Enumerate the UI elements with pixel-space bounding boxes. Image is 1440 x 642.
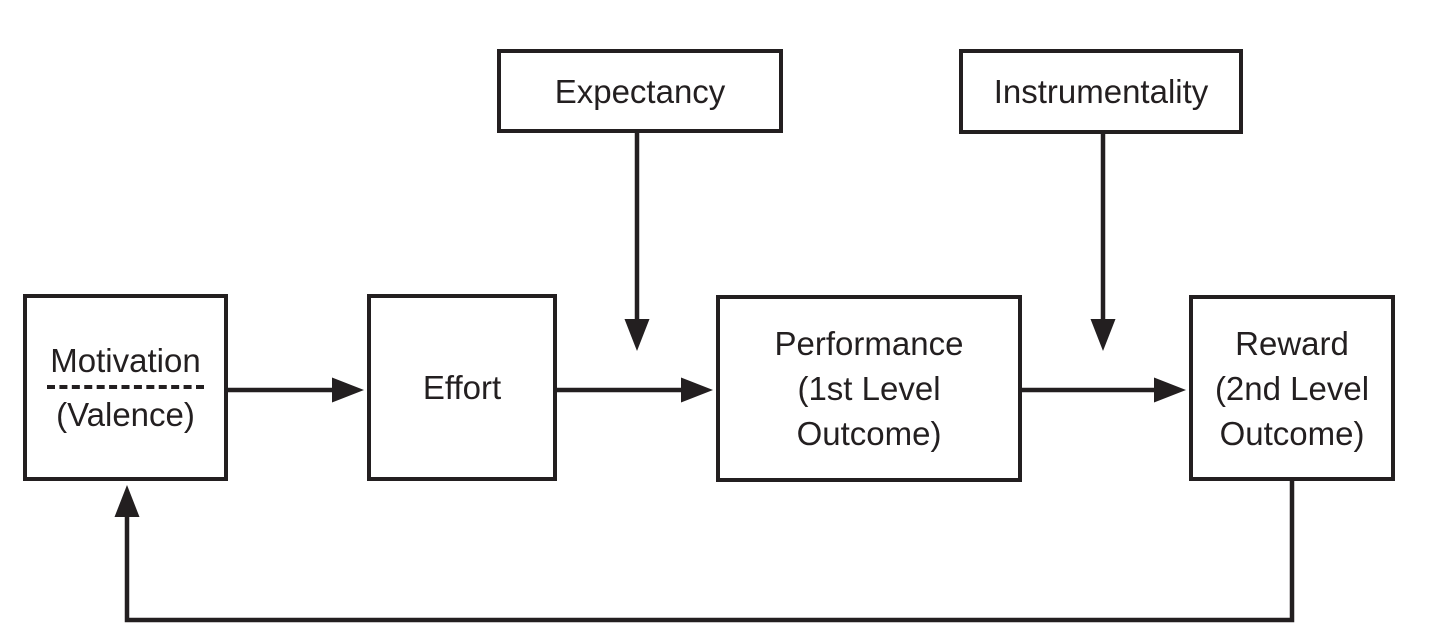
box-motivation-line2: (Valence) bbox=[56, 396, 195, 433]
box-effort: Effort bbox=[367, 294, 557, 481]
box-performance-line2: (1st Level bbox=[797, 370, 941, 407]
box-reward-line1: Reward bbox=[1235, 324, 1349, 362]
box-expectancy-label: Expectancy bbox=[554, 72, 726, 110]
box-reward-line2: (2nd Level bbox=[1214, 369, 1370, 407]
box-reward: Reward (2nd Level Outcome) bbox=[1189, 295, 1395, 481]
arrow-motivation-to-effort bbox=[228, 377, 364, 403]
box-performance-line3: Outcome) bbox=[796, 415, 942, 452]
box-instrumentality: Instrumentality bbox=[959, 49, 1243, 134]
box-effort-label: Effort bbox=[422, 369, 502, 406]
arrow-expectancy-down bbox=[624, 132, 650, 351]
box-motivation: Motivation (Valence) bbox=[23, 294, 228, 481]
arrow-performance-to-reward bbox=[1022, 377, 1186, 403]
box-performance: Performance (1st Level Outcome) bbox=[716, 295, 1022, 482]
box-expectancy: Expectancy bbox=[497, 49, 783, 133]
arrow-effort-to-performance bbox=[557, 377, 713, 403]
box-reward-line3: Outcome) bbox=[1219, 414, 1365, 452]
arrow-instrumentality-down bbox=[1090, 133, 1116, 351]
arrow-feedback-reward-to-motivation bbox=[114, 481, 1295, 623]
box-performance-line1: Performance bbox=[774, 325, 964, 362]
box-instrumentality-label: Instrumentality bbox=[993, 73, 1209, 110]
box-motivation-line1: Motivation bbox=[47, 338, 204, 389]
